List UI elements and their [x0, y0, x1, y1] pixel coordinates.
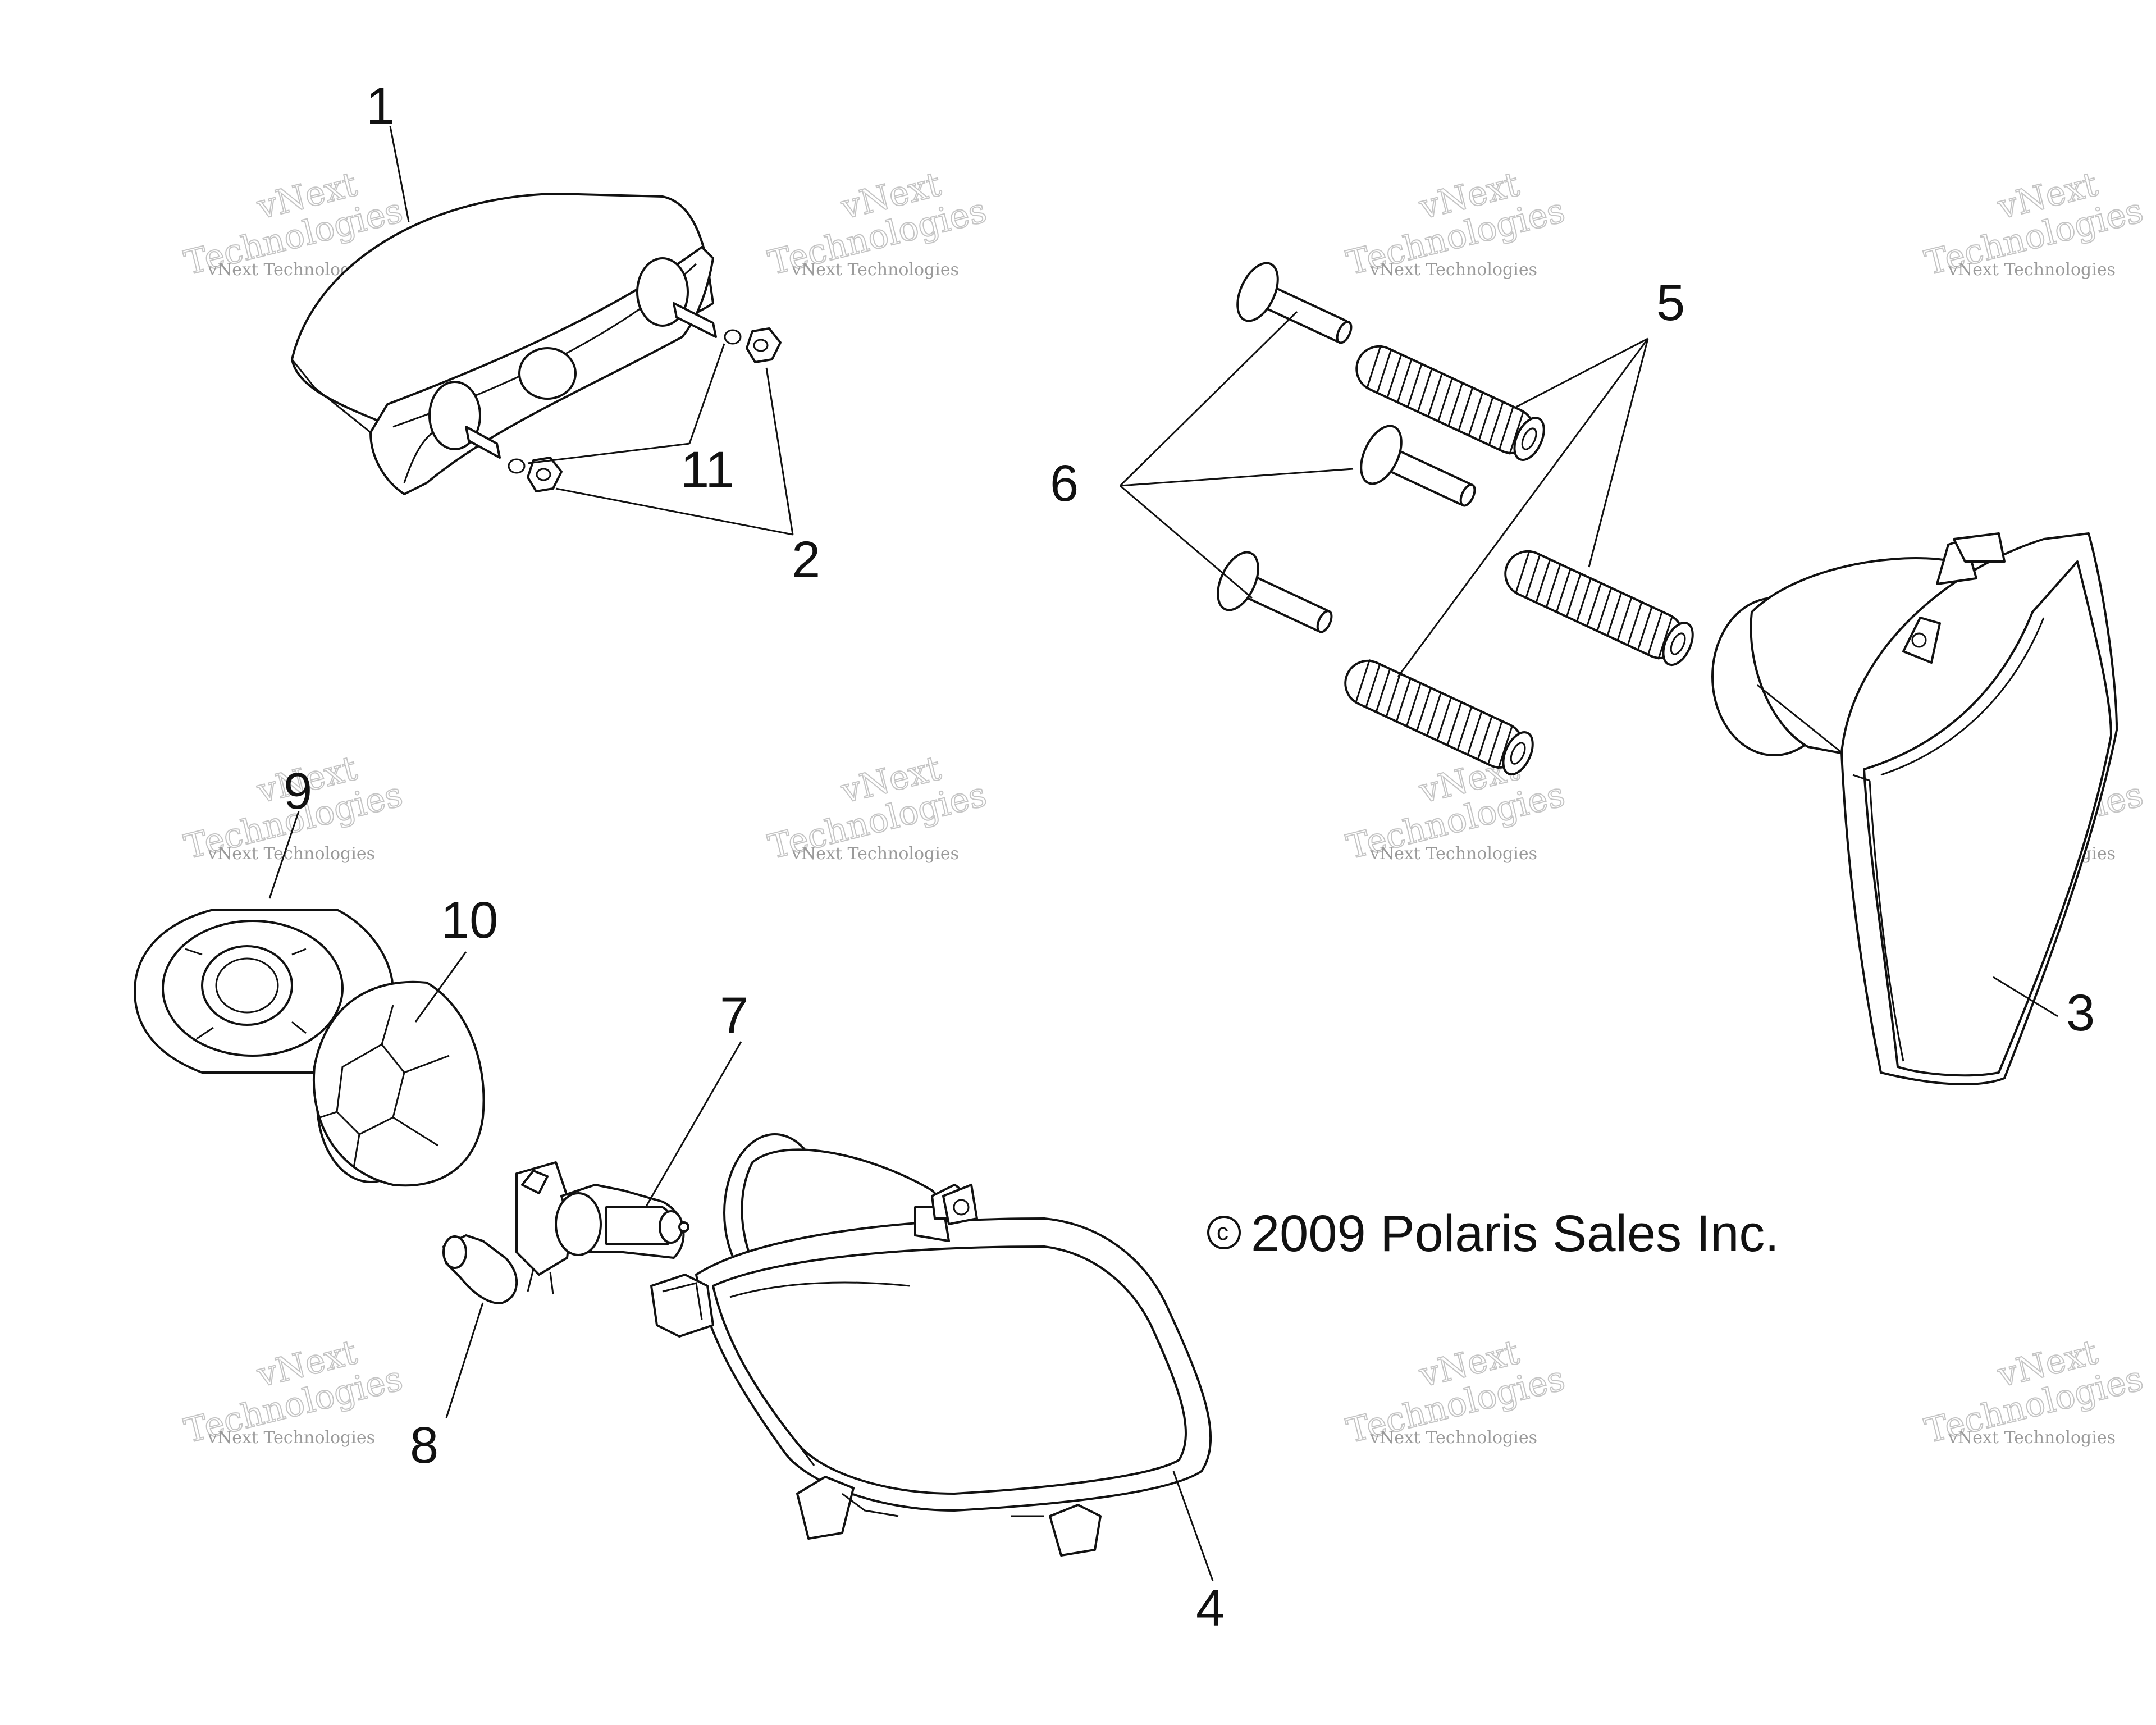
- copyright-notice: c 2009 Polaris Sales Inc.: [1207, 1205, 1779, 1262]
- svg-text:vNext Technologies: vNext Technologies: [207, 1428, 375, 1448]
- callout-5: 5: [1656, 274, 1685, 331]
- leader-1: [389, 126, 410, 222]
- leader-6a: [1119, 311, 1298, 487]
- callout-7: 7: [720, 987, 748, 1044]
- watermark: Technologies vNext vNext Technologies: [180, 748, 407, 868]
- part-10-bulb-retainer: [312, 980, 485, 1187]
- callout-8: 8: [410, 1417, 438, 1474]
- part-8-small-bulb: [442, 1234, 518, 1304]
- leader-5c: [1397, 338, 1649, 677]
- copyright-symbol: c: [1217, 1219, 1228, 1245]
- watermark: Technologies vNext vNext Technologies: [180, 1332, 407, 1452]
- callout-9: 9: [284, 763, 312, 820]
- leader-2a: [765, 367, 794, 535]
- part-6-bolts: [1217, 262, 1476, 633]
- leader-5a: [1515, 337, 1648, 408]
- leader-10: [414, 951, 467, 1023]
- part-5-springs: [1344, 344, 1694, 776]
- watermark: Technologies vNext vNext Technologies: [1342, 1332, 1569, 1452]
- leader-11b: [527, 442, 690, 464]
- leader-lines: [268, 126, 2058, 1581]
- callouts: 1 2 3 4 5 6 7 8 9 10 11: [284, 77, 2095, 1637]
- watermark: Technologies vNext vNext Technologies: [764, 164, 991, 284]
- callout-2: 2: [792, 531, 820, 588]
- callout-1: 1: [366, 77, 395, 135]
- part-4-headlight-left: [650, 1133, 1212, 1557]
- callout-6: 6: [1050, 455, 1079, 512]
- leader-4: [1172, 1471, 1214, 1581]
- svg-text:vNext Technologies: vNext Technologies: [1948, 1428, 2116, 1448]
- copyright-text: 2009 Polaris Sales Inc.: [1251, 1205, 1779, 1262]
- leader-6b: [1120, 468, 1354, 487]
- leader-11a: [688, 343, 725, 444]
- watermark: Technologies vNext vNext Technologies: [180, 164, 407, 284]
- washer-11b: [508, 458, 526, 474]
- callout-11: 11: [680, 441, 734, 499]
- callout-10: 10: [441, 892, 498, 949]
- leader-3: [1993, 976, 2058, 1017]
- leader-6c: [1120, 485, 1253, 599]
- svg-text:vNext Technologies: vNext Technologies: [1369, 260, 1537, 280]
- leader-5b: [1588, 338, 1649, 568]
- nut-2b: [527, 457, 563, 492]
- copyright-symbol-ring: [1207, 1216, 1241, 1249]
- svg-text:vNext Technologies: vNext Technologies: [207, 844, 375, 864]
- svg-text:vNext Technologies: vNext Technologies: [1369, 1428, 1537, 1448]
- nut-2a: [746, 327, 782, 363]
- svg-text:vNext Technologies: vNext Technologies: [791, 844, 959, 864]
- part-3-headlight-right: [1711, 532, 2118, 1085]
- washer-11a: [724, 329, 742, 345]
- leader-7: [645, 1041, 742, 1208]
- part-7-headlight-bulb: [515, 1161, 689, 1295]
- svg-text:vNext Technologies: vNext Technologies: [1369, 844, 1537, 864]
- svg-text:vNext Technologies: vNext Technologies: [791, 260, 959, 280]
- svg-text:vNext Technologies: vNext Technologies: [1948, 260, 2116, 280]
- watermark: Technologies vNext vNext Technologies: [1342, 748, 1569, 868]
- callout-4: 4: [1196, 1580, 1225, 1637]
- watermark: Technologies vNext vNext Technologies: [1921, 164, 2148, 284]
- callout-3: 3: [2066, 984, 2095, 1042]
- watermark: Technologies vNext vNext Technologies: [764, 748, 991, 868]
- part-1-tail-light: [291, 193, 782, 495]
- leader-2b: [555, 487, 793, 536]
- watermark: Technologies vNext vNext Technologies: [1921, 1332, 2148, 1452]
- leader-9: [268, 811, 300, 899]
- watermark: Technologies vNext vNext Technologies: [1342, 164, 1569, 284]
- leader-8: [445, 1302, 484, 1418]
